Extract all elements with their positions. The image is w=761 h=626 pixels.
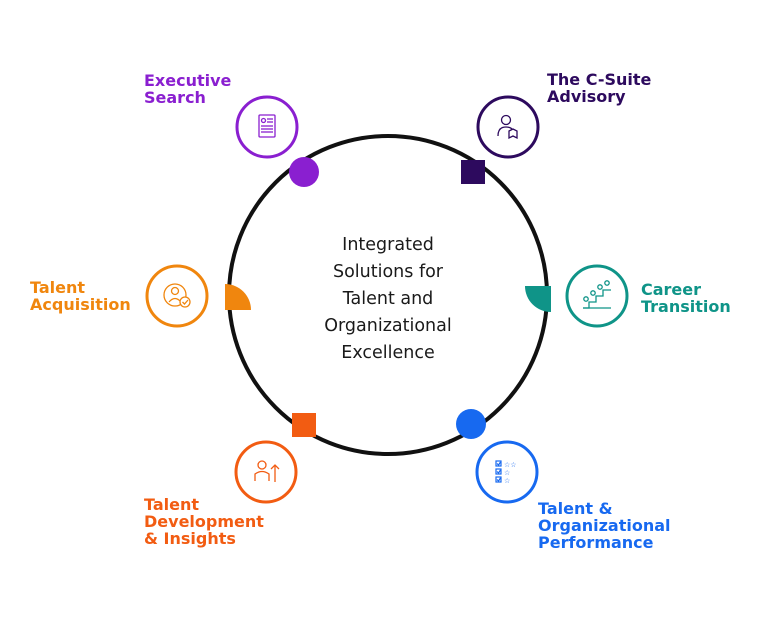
- label-line: Development: [144, 512, 264, 531]
- executive-search-node: [235, 95, 299, 159]
- person-with-book-icon: [497, 114, 518, 140]
- label-line: Performance: [538, 533, 654, 552]
- talent-development-node: [234, 440, 298, 504]
- marker-org-performance: [456, 409, 486, 439]
- label-line: Transition: [641, 297, 731, 316]
- svg-text:☆: ☆: [504, 477, 510, 485]
- label-line: Executive: [144, 71, 232, 90]
- talent-acquisition-label: Talent Acquisition: [30, 279, 131, 313]
- marker-c-suite: [461, 160, 485, 184]
- person-growth-icon: [254, 460, 280, 482]
- svg-text:☆: ☆: [504, 469, 510, 477]
- label-line: The C-Suite: [547, 70, 652, 89]
- org-performance-label: Talent & Organizational Performance: [538, 500, 671, 551]
- center-line: Organizational: [324, 316, 452, 336]
- resume-document-icon: [258, 114, 276, 138]
- c-suite-label: The C-Suite Advisory: [547, 71, 651, 105]
- marker-talent-acquisition: [225, 284, 251, 310]
- label-line: & Insights: [144, 529, 236, 548]
- center-line: Excellence: [341, 343, 435, 363]
- c-suite-node: [476, 95, 540, 159]
- center-line: Integrated: [342, 235, 434, 255]
- marker-executive-search: [289, 157, 319, 187]
- marker-talent-development: [292, 413, 316, 437]
- talent-development-label: Talent Development & Insights: [144, 496, 264, 547]
- talent-acquisition-node: [145, 264, 209, 328]
- svg-text:☆☆: ☆☆: [504, 461, 517, 469]
- label-line: Advisory: [547, 87, 626, 106]
- center-line: Solutions for: [332, 262, 444, 282]
- label-line: Search: [144, 88, 206, 107]
- career-transition-label: Career Transition: [641, 281, 731, 315]
- label-line: Acquisition: [30, 295, 131, 314]
- people-on-steps-icon: [583, 280, 611, 309]
- executive-search-label: Executive Search: [144, 72, 231, 106]
- user-check-icon: [163, 283, 191, 308]
- career-transition-node: [565, 264, 629, 328]
- label-line: Talent: [144, 495, 200, 514]
- checklist-stars-icon: ☆☆ ☆ ☆: [495, 460, 517, 485]
- label-line: Talent &: [538, 499, 613, 518]
- center-line: Talent and: [342, 289, 434, 309]
- label-line: Career: [641, 280, 702, 299]
- label-line: Talent: [30, 278, 86, 297]
- org-performance-node: ☆☆ ☆ ☆: [475, 440, 539, 504]
- marker-career-transition: [525, 286, 551, 312]
- center-title: Integrated Solutions for Talent and Orga…: [300, 232, 476, 367]
- label-line: Organizational: [538, 516, 671, 535]
